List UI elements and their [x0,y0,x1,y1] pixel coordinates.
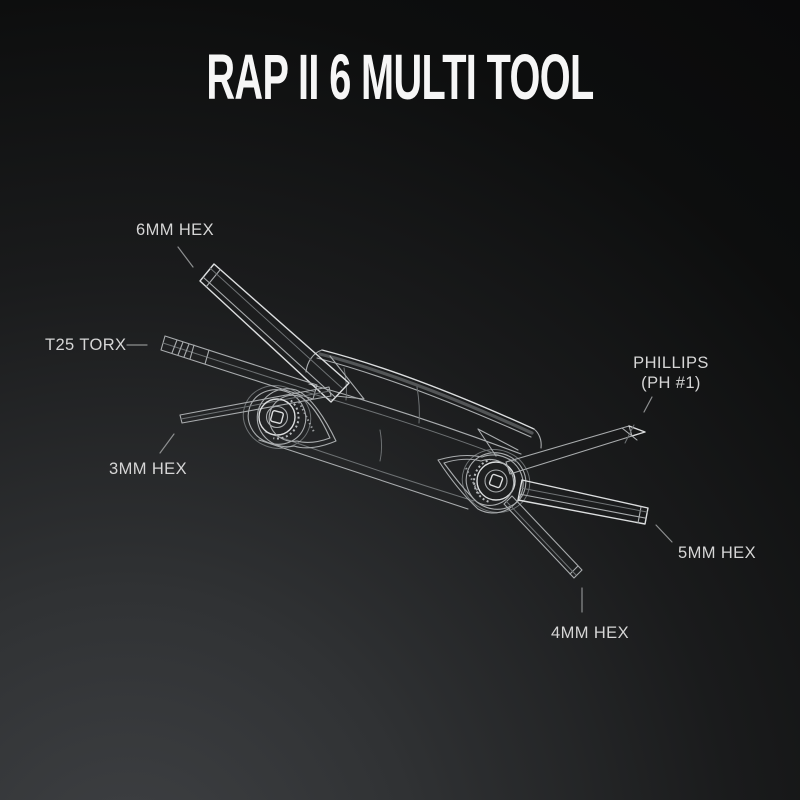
right-pivot-bolt [437,454,524,514]
hex-5mm-bit [517,479,649,525]
label-phillips: PHILLIPS (PH #1) [628,353,714,393]
label-6mm-hex: 6MM HEX [136,221,214,239]
label-5mm-hex: 5MM HEX [678,544,756,562]
leader-line-5mm-hex [655,524,673,543]
page-title: RAP II 6 MULTI TOOL [206,41,594,113]
label-3mm-hex: 3MM HEX [109,460,187,478]
phillips-bit [505,424,646,475]
hex-6mm-bit [199,263,350,403]
brand-stamp-mark [465,467,481,497]
label-phillips-line2: (PH #1) [641,374,701,393]
tool-body [242,349,542,513]
label-4mm-hex: 4MM HEX [551,624,629,642]
leader-line-3mm-hex [159,433,175,454]
brand-stamp-mark [298,401,315,433]
leader-lines [126,246,673,613]
hex-4mm-bit [503,495,583,579]
label-phillips-line1: PHILLIPS [633,354,709,372]
leader-line-6mm-hex [177,246,194,268]
leader-line-phillips [643,396,653,413]
left-pivot-bolt [256,388,337,449]
label-t25-torx: T25 TORX [45,336,127,354]
